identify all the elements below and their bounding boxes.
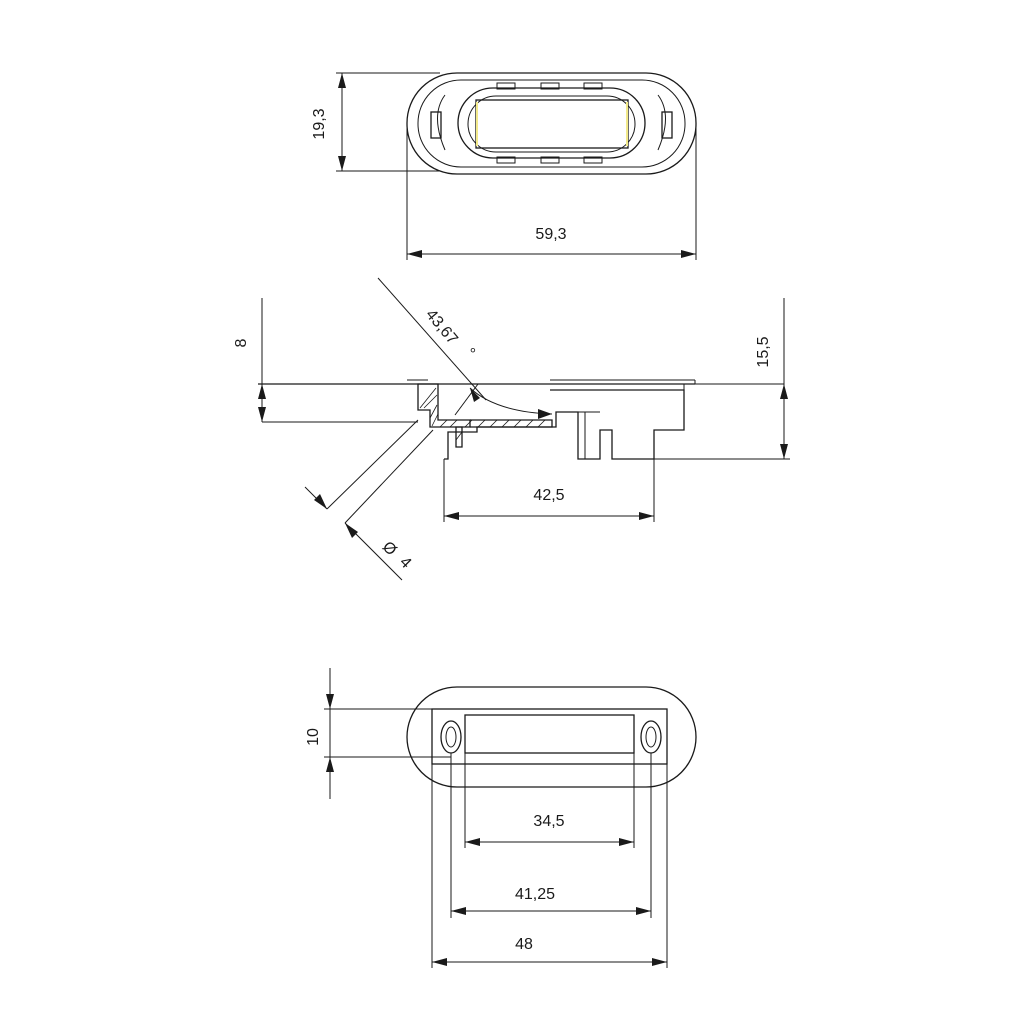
side-view-diameter-symbol: Ø	[379, 538, 400, 559]
top-view-right-clip	[661, 111, 673, 139]
top-view-light-strip	[475, 99, 629, 149]
top-view-outer-housing	[406, 72, 697, 175]
side-view-hatched-section	[417, 383, 553, 448]
bottom-view-plate-width-dim: 48	[515, 936, 533, 953]
top-view-height-dim: 19,3	[311, 108, 328, 139]
top-view-width-dim: 59,3	[535, 226, 566, 243]
top-view-lens-inner	[467, 95, 636, 153]
bottom-view-mounting-plate	[431, 708, 668, 765]
bottom-view-height-dim: 10	[305, 728, 322, 746]
top-view-inner-rim	[417, 79, 686, 168]
side-view-angle-dim: 43,67	[422, 306, 461, 348]
top-view-lens-outer	[457, 87, 646, 159]
bottom-view-inner-width-dim: 34,5	[533, 813, 564, 830]
side-view-angle-unit: °	[461, 345, 478, 361]
side-view-right-height-dim: 15,5	[755, 336, 772, 367]
side-view-housing-body	[444, 389, 685, 460]
side-view-base-width-dim: 42,5	[533, 487, 564, 504]
side-view-hole-diameter-dim: 4	[396, 554, 414, 572]
side-view-left-height-dim: 8	[233, 338, 250, 347]
top-view: 19,3 59,3	[311, 72, 697, 260]
top-view-tabs	[496, 82, 603, 164]
bottom-view-outer-outline	[406, 686, 697, 788]
side-view: Ø 4 43,67 ° 8 15,5 42,5	[233, 277, 790, 581]
bottom-view-inner-window	[464, 714, 635, 754]
top-view-left-clip	[430, 111, 442, 139]
bottom-view-hole-spacing-dim: 41,25	[515, 886, 555, 903]
bottom-view-left-hole	[440, 720, 462, 754]
bottom-view: 10 34,5 41,25 48	[305, 668, 697, 968]
bottom-view-right-hole	[640, 720, 662, 754]
